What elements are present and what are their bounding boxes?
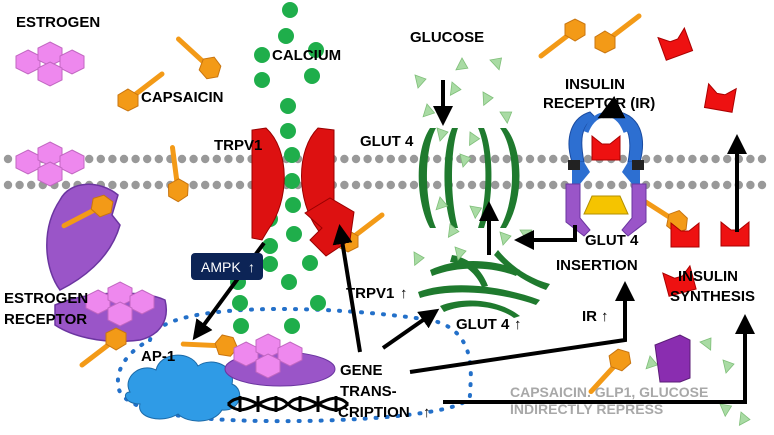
ir-activation-arrows	[586, 115, 629, 132]
glucose-molecule	[499, 231, 512, 246]
calcium-ion	[284, 173, 300, 189]
ampk-up-arrow: ↑	[248, 259, 255, 275]
gene-transcription-label-1: GENE	[340, 362, 383, 379]
calcium-ion	[284, 147, 300, 163]
capsaicin-molecule-8	[541, 19, 585, 56]
insulin-bound	[591, 135, 621, 161]
nucleus-boundary	[115, 306, 473, 424]
ampk-box	[191, 253, 263, 280]
glucose-molecule	[413, 251, 425, 267]
glut4-up-label: GLUT 4	[456, 316, 510, 333]
gene-transcription-up-arrow: ↑	[423, 404, 431, 421]
dna-helix	[226, 396, 350, 412]
glucose-molecule	[422, 103, 436, 118]
glucose-molecule	[738, 411, 751, 426]
calcium-ion	[254, 72, 270, 88]
calcium-ion	[282, 2, 298, 18]
glucose-molecule	[435, 196, 449, 211]
calcium-ion	[280, 98, 296, 114]
calcium-ion	[262, 238, 278, 254]
calcium-ion	[285, 197, 301, 213]
glucose-molecule	[699, 337, 712, 351]
glut4-channel	[418, 128, 520, 228]
repress-label-2: INDIRECTLY REPRESS	[510, 401, 663, 417]
calcium-ion	[262, 256, 278, 272]
glucose-molecule	[455, 57, 469, 71]
glut4-up-arrow: ↑	[514, 316, 522, 333]
glucose-molecule	[449, 81, 462, 96]
insulin-molecule-2	[703, 83, 737, 113]
glp1-receptor-cup	[654, 334, 691, 383]
glucose-molecules	[413, 57, 751, 426]
trpv1-label: TRPV1	[214, 137, 262, 154]
glucose-molecule	[469, 205, 483, 220]
capsaicin-molecule-9	[595, 16, 639, 53]
gene-transcription-label-3: CRIPTION	[338, 404, 410, 421]
capsaicin-molecule-2	[178, 33, 222, 83]
glucose-molecule	[489, 57, 503, 71]
insulin-synthesis-label-2: SYNTHESIS	[670, 288, 755, 305]
calcium-ion	[233, 318, 249, 334]
glut4-label: GLUT 4	[360, 133, 414, 150]
glucose-molecule	[645, 355, 659, 370]
insulin-receptor-label-2: RECEPTOR (IR)	[543, 95, 655, 112]
calcium-ion	[254, 47, 270, 63]
calcium-ion	[308, 42, 324, 58]
estrogen-molecule-top	[15, 41, 85, 87]
glucose-molecule	[459, 153, 472, 168]
arrows	[192, 80, 755, 404]
repress-label-1: CAPSAICIN. GLP1, GLUCOSE	[510, 384, 708, 400]
glucose-molecule	[482, 91, 494, 107]
glucose-molecule	[447, 223, 460, 238]
calcium-ion	[310, 295, 326, 311]
calcium-ion	[278, 28, 294, 44]
estrogen-receptor-label-2: RECEPTOR	[4, 311, 87, 328]
ir-up-arrow: ↑	[601, 308, 609, 325]
insulin-receptor-label-1: INSULIN	[565, 76, 625, 93]
gene-transcription-label-2: TRANS-	[340, 383, 397, 400]
glucose-molecule	[414, 74, 427, 89]
capsaicin-label: CAPSAICIN	[141, 89, 224, 106]
glucose-molecule	[719, 403, 733, 418]
glut4-insertion-label-2: INSERTION	[556, 257, 638, 274]
calcium-ion	[286, 226, 302, 242]
trpv1-up-label: TRPV1	[346, 285, 394, 302]
ir-up-label: IR	[582, 308, 597, 325]
calcium-label: CALCIUM	[272, 47, 341, 64]
glucose-molecule	[499, 111, 513, 125]
glucose-molecule	[722, 359, 735, 374]
estrogen-label: ESTROGEN	[16, 14, 100, 31]
glucose-label: GLUCOSE	[410, 29, 484, 46]
calcium-ion	[281, 274, 297, 290]
insulin-synthesis-label-1: INSULIN	[678, 268, 738, 285]
cell-membrane	[3, 154, 767, 190]
calcium-ion	[304, 68, 320, 84]
glucose-molecule	[469, 131, 481, 147]
ap1-label: AP-1	[141, 348, 175, 365]
calcium-ion	[280, 123, 296, 139]
calcium-ion	[232, 295, 248, 311]
calcium-ion	[284, 318, 300, 334]
glucose-molecule	[454, 246, 467, 261]
trpv1-up-arrow: ↑	[400, 285, 408, 302]
glucose-molecule	[436, 127, 449, 142]
ap1-cloud	[124, 354, 241, 422]
insulin-molecule-1	[657, 27, 694, 61]
glut4-insertion-label-1: GLUT 4	[585, 232, 639, 249]
calcium-ion	[302, 255, 318, 271]
ampk-label: AMPK	[201, 259, 241, 275]
glut4-vesicle	[418, 250, 550, 318]
estrogen-molecule-membrane	[15, 141, 85, 187]
insulin-receptor	[565, 111, 647, 237]
estrogen-receptor-label-1: ESTROGEN	[4, 290, 88, 307]
